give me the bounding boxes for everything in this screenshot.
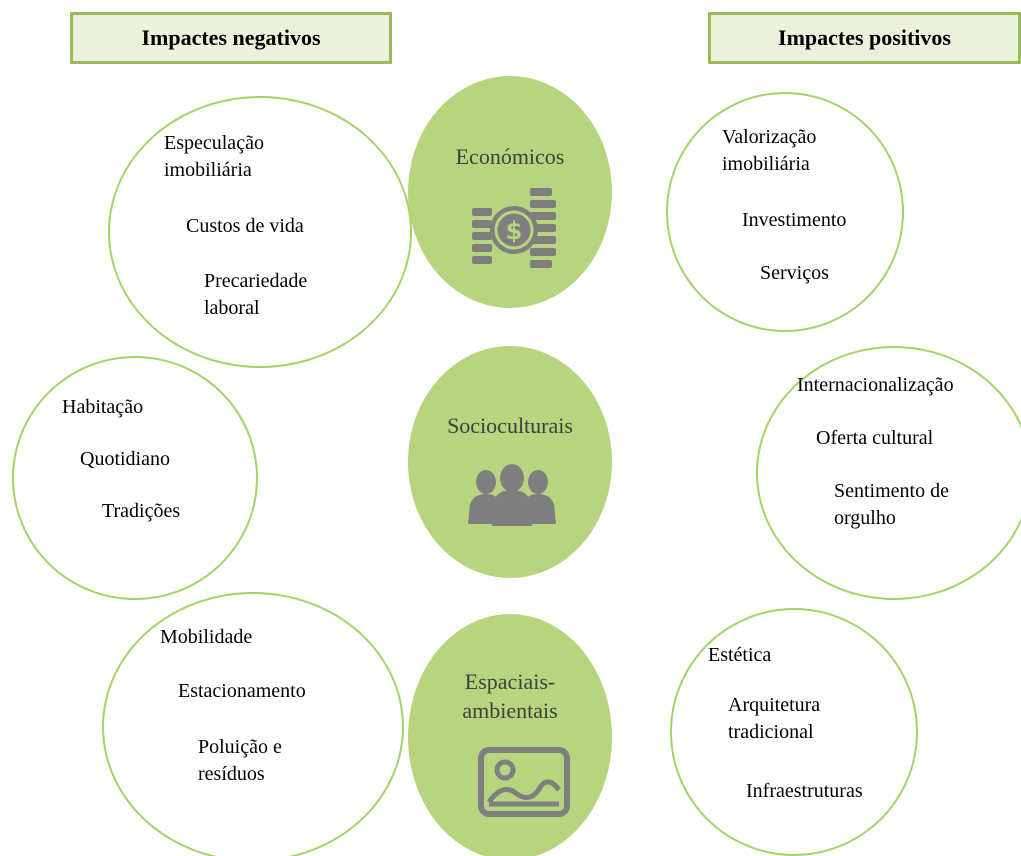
pollution-waste-label: Poluição e resíduos [198,734,282,788]
negative-impacts-title: Impactes negativos [141,25,321,50]
svg-text:$: $ [506,217,523,245]
economic-category-title: Económicos [455,144,565,169]
negative-economic-circle [108,96,412,368]
mobility-label: Mobilidade [160,626,253,648]
landscape-picture-icon [478,747,570,817]
sense-of-pride-label: Sentimento de orgulho [834,478,949,532]
architecture-line-2: tradicional [728,721,814,743]
speculation-label: Especulação imobiliária [164,130,264,184]
positive-spatial-circle [670,608,918,856]
pollution-line-1: Poluição e [198,736,282,758]
living-costs-label: Custos de vida [186,215,304,237]
people-group-icon [468,464,556,526]
negative-spatial-circle [102,592,404,856]
spatial-title-line-2: ambientais [462,698,558,723]
precarity-line-1: Precariedade [204,270,308,292]
positive-economic-circle [666,92,904,332]
positive-impacts-title: Impactes positivos [778,25,951,50]
parking-label: Estacionamento [178,680,306,702]
valuation-line-2: imobiliária [722,153,810,175]
cultural-offer-label: Oferta cultural [816,427,934,449]
spatial-category-title: Espaciais- ambientais [408,667,612,725]
services-label: Serviços [760,262,829,284]
labour-precarity-label: Precariedade laboral [204,268,307,322]
coins-dollar-icon: $ [472,188,556,268]
traditional-architecture-label: Arquitetura tradicional [728,692,820,746]
aesthetics-label: Estética [708,644,772,666]
speculation-line-1: Especulação [164,132,264,154]
pollution-line-2: resíduos [198,763,265,785]
daily-life-label: Quotidiano [80,448,170,470]
valuation-line-1: Valorização [722,126,817,148]
architecture-line-1: Arquitetura [728,694,821,716]
traditions-label: Tradições [102,500,181,522]
positive-sociocultural-circle [756,346,1021,600]
housing-label: Habitação [62,396,144,418]
positive-impacts-header: Impactes positivos [708,12,1021,64]
spatial-category-disc [408,614,612,856]
infrastructure-label: Infraestruturas [746,780,863,802]
pride-line-1: Sentimento de [834,480,949,502]
sociocultural-category-title: Socioculturais [447,413,573,438]
internationalization-label: Internacionalização [797,374,954,396]
pride-line-2: orgulho [834,507,896,529]
investment-label: Investimento [742,209,847,231]
negative-sociocultural-circle [12,356,258,600]
economic-category-disc [408,76,612,308]
negative-impacts-header: Impactes negativos [70,12,392,64]
precarity-line-2: laboral [204,297,260,319]
spatial-title-line-1: Espaciais- [464,669,556,694]
speculation-line-2: imobiliária [164,159,252,181]
property-valuation-label: Valorização imobiliária [722,124,816,178]
sociocultural-category-disc [408,346,612,578]
